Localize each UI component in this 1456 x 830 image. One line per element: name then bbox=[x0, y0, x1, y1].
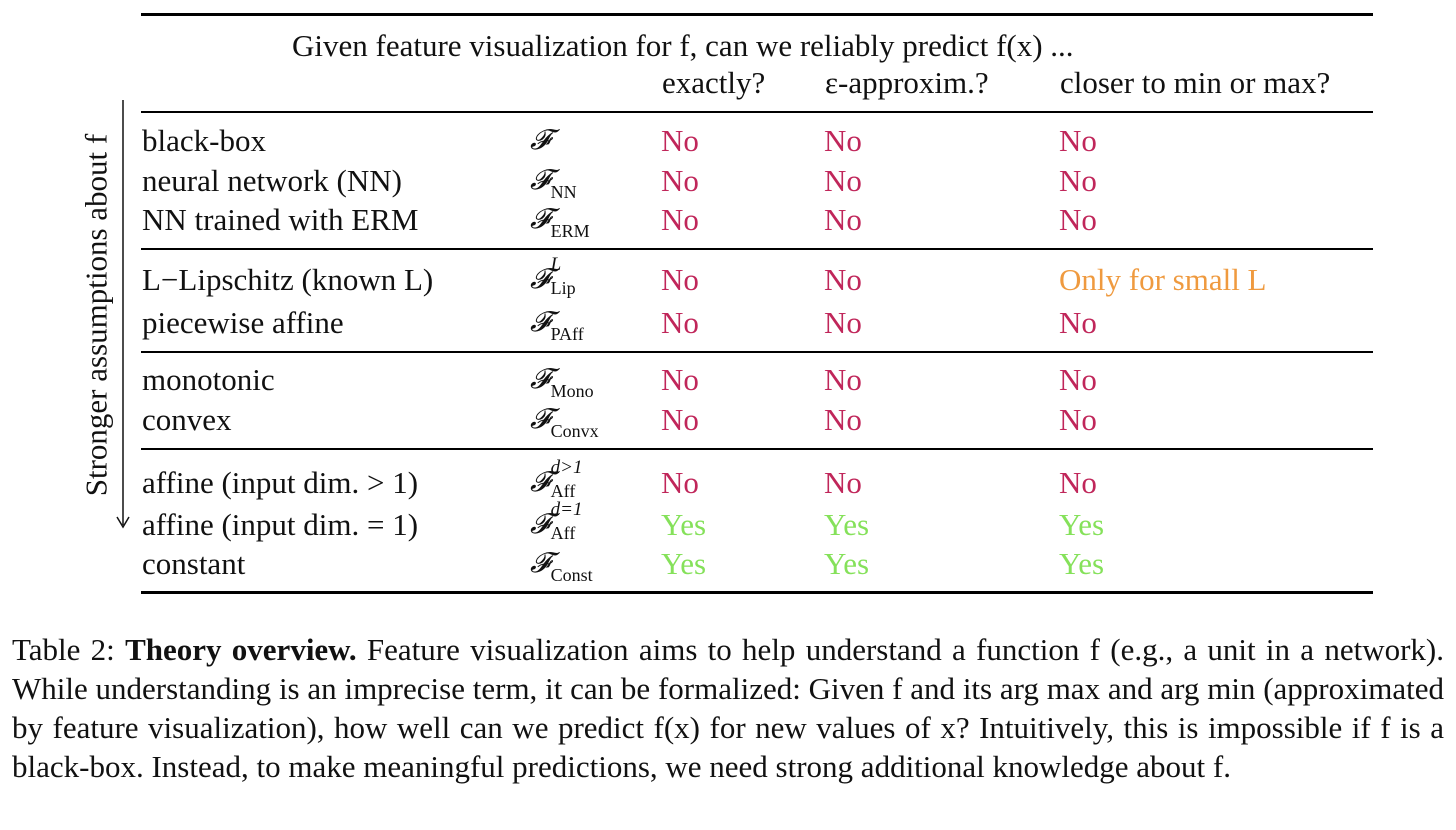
result-cell-c1: No bbox=[661, 402, 699, 437]
row-label: monotonic bbox=[142, 362, 275, 397]
table-bottom-rule bbox=[141, 591, 1373, 594]
row-label: NN trained with ERM bbox=[142, 202, 419, 237]
result-cell-c3: Yes bbox=[1059, 546, 1105, 581]
result-cell-c3: No bbox=[1059, 163, 1097, 198]
result-cell-c2: No bbox=[824, 362, 862, 397]
result-cell-c2: No bbox=[824, 465, 862, 500]
group-rule-2 bbox=[141, 351, 1373, 353]
column-header-approx: ε-approxim.? bbox=[825, 65, 989, 100]
symbol-main: 𝓕 bbox=[530, 123, 551, 156]
result-cell-c2: No bbox=[824, 202, 862, 237]
result-cell-c3: No bbox=[1059, 465, 1097, 500]
symbol-main: 𝓕 bbox=[530, 202, 551, 235]
symbol-subscript: PAff bbox=[550, 324, 584, 344]
result-cell-c2: No bbox=[824, 402, 862, 437]
symbol-superscript: d=1 bbox=[550, 499, 583, 520]
function-class-symbol: 𝓕Mono bbox=[530, 362, 594, 401]
result-cell-c2: Yes bbox=[824, 507, 870, 542]
symbol-main: 𝓕 bbox=[530, 163, 551, 196]
result-cell-c3: No bbox=[1059, 362, 1097, 397]
symbol-main: 𝓕 bbox=[530, 305, 551, 338]
result-cell-c3: Only for small L bbox=[1059, 262, 1267, 297]
row-label: piecewise affine bbox=[142, 305, 344, 340]
row-label: convex bbox=[142, 402, 232, 437]
row-label: black-box bbox=[142, 123, 266, 158]
symbol-main: 𝓕 bbox=[530, 362, 551, 395]
result-cell-c3: No bbox=[1059, 202, 1097, 237]
symbol-main: 𝓕 bbox=[530, 546, 551, 579]
row-label: neural network (NN) bbox=[142, 163, 402, 198]
result-cell-c1: No bbox=[661, 465, 699, 500]
symbol-superscript: L bbox=[550, 254, 562, 275]
result-cell-c3: No bbox=[1059, 123, 1097, 158]
result-cell-c1: No bbox=[661, 362, 699, 397]
side-axis-label: Stronger assumptions about f bbox=[78, 133, 114, 497]
table-title: Given feature visualization for f, can w… bbox=[292, 28, 1074, 63]
symbol-subscript: ERM bbox=[550, 221, 590, 241]
symbol-subscript: Mono bbox=[550, 381, 594, 401]
table-caption: Table 2: Theory overview. Feature visual… bbox=[12, 630, 1444, 786]
row-label: L−Lipschitz (known L) bbox=[142, 262, 434, 297]
result-cell-c2: Yes bbox=[824, 546, 870, 581]
function-class-symbol: 𝓕PAff bbox=[530, 305, 584, 344]
result-cell-c3: Yes bbox=[1059, 507, 1105, 542]
function-class-symbol: 𝓕ERM bbox=[530, 202, 590, 241]
caption-text: Feature visualization aims to help under… bbox=[12, 632, 1444, 784]
symbol-subscript: Const bbox=[550, 565, 593, 585]
result-cell-c1: No bbox=[661, 163, 699, 198]
result-cell-c2: No bbox=[824, 262, 862, 297]
symbol-main: 𝓕 bbox=[530, 507, 551, 540]
result-cell-c1: No bbox=[661, 202, 699, 237]
symbol-main: 𝓕 bbox=[530, 402, 551, 435]
result-cell-c1: No bbox=[661, 123, 699, 158]
result-cell-c1: Yes bbox=[661, 546, 707, 581]
row-label: affine (input dim. = 1) bbox=[142, 507, 419, 542]
row-label: constant bbox=[142, 546, 246, 581]
symbol-main: 𝓕 bbox=[530, 262, 551, 295]
symbol-superscript: d>1 bbox=[550, 457, 583, 478]
symbol-subscript: Convx bbox=[550, 421, 599, 441]
result-cell-c1: Yes bbox=[661, 507, 707, 542]
symbol-subscript: Aff bbox=[550, 523, 576, 543]
function-class-symbol: 𝓕Const bbox=[530, 546, 593, 585]
symbol-subscript: NN bbox=[550, 182, 577, 202]
group-rule-3 bbox=[141, 448, 1373, 450]
row-label: affine (input dim. > 1) bbox=[142, 465, 419, 500]
caption-prefix: Table 2: bbox=[12, 632, 126, 667]
result-cell-c1: No bbox=[661, 262, 699, 297]
header-rule bbox=[141, 111, 1373, 113]
caption-bold-title: Theory overview. bbox=[125, 632, 357, 667]
group-rule-1 bbox=[141, 248, 1373, 250]
result-cell-c3: No bbox=[1059, 402, 1097, 437]
function-class-symbol: 𝓕NN bbox=[530, 163, 577, 202]
result-cell-c3: No bbox=[1059, 305, 1097, 340]
symbol-subscript: Aff bbox=[550, 481, 576, 501]
result-cell-c2: No bbox=[824, 163, 862, 198]
result-cell-c1: No bbox=[661, 305, 699, 340]
column-header-exactly: exactly? bbox=[662, 65, 766, 100]
table-top-rule bbox=[141, 13, 1373, 16]
symbol-main: 𝓕 bbox=[530, 465, 551, 498]
column-header-minmax: closer to min or max? bbox=[1060, 65, 1331, 100]
result-cell-c2: No bbox=[824, 305, 862, 340]
function-class-symbol: 𝓕Convx bbox=[530, 402, 599, 441]
result-cell-c2: No bbox=[824, 123, 862, 158]
function-class-symbol: 𝓕 bbox=[530, 126, 551, 154]
symbol-subscript: Lip bbox=[550, 278, 576, 298]
